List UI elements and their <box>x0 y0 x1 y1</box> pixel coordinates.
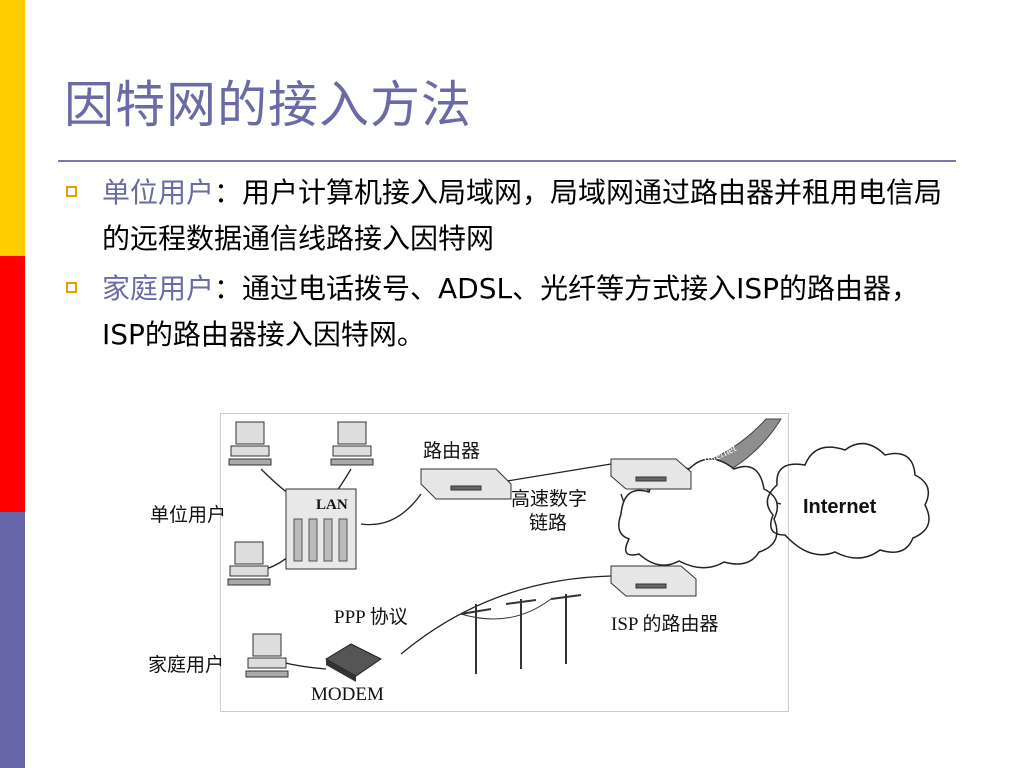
unit-user-label: 单位用户 <box>150 504 227 526</box>
isp-router-icon <box>610 565 697 597</box>
router-icon <box>420 468 512 500</box>
modem-label: MODEM <box>311 684 384 705</box>
accent-bar-red <box>0 256 25 512</box>
lan-label: LAN <box>316 497 348 513</box>
bullet-list: 单位用户：用户计算机接入局域网，局域网通过路由器并租用电信局的远程数据通信线路接… <box>66 170 946 362</box>
router-icon <box>610 458 692 490</box>
bullet-square-icon <box>66 186 77 197</box>
bullet-text: ：通过电话拨号、ADSL、光纤等方式接入ISP的路由器，ISP的路由器接入因特网… <box>102 272 920 351</box>
bullet-text: ：用户计算机接入局域网，局域网通过路由器并租用电信局的远程数据通信线路接入因特网 <box>102 176 943 255</box>
computer-icon <box>228 421 272 466</box>
bullet-item-home-user: 家庭用户：通过电话拨号、ADSL、光纤等方式接入ISP的路由器，ISP的路由器接… <box>66 266 946 358</box>
network-diagram: LAN 路由器 高速数字 链路 Internet ISP 的路由器 PPP 协议… <box>220 413 789 712</box>
digital-link-label-2: 链路 <box>529 513 568 534</box>
modem-icon <box>325 643 382 682</box>
bullet-square-icon <box>66 282 77 293</box>
isp-router-label: ISP 的路由器 <box>611 614 719 635</box>
link-isp-modem <box>400 575 612 655</box>
router-label: 路由器 <box>423 441 481 462</box>
internet-cloud-label: Internet <box>803 496 877 518</box>
accent-bar-blue <box>0 512 25 768</box>
link-router-digital <box>500 463 612 483</box>
lan-hub-icon <box>285 488 357 570</box>
link-lan-router <box>360 493 422 526</box>
computer-icon <box>227 541 271 586</box>
ppp-protocol-label: PPP 协议 <box>334 607 408 628</box>
computer-icon <box>330 421 374 466</box>
bullet-item-unit-user: 单位用户：用户计算机接入局域网，局域网通过路由器并租用电信局的远程数据通信线路接… <box>66 170 946 262</box>
network-diagram-graphic <box>227 418 782 682</box>
home-user-label: 家庭用户 <box>148 654 225 676</box>
slide-title: 因特网的接入方法 <box>64 76 472 134</box>
telephone-poles-icon <box>460 594 582 674</box>
accent-bar-yellow <box>0 0 25 256</box>
bullet-term: 单位用户 <box>102 176 215 209</box>
link-home-pc-modem <box>280 661 327 670</box>
internet-cloud-outline <box>766 442 930 559</box>
home-computer-icon <box>245 633 289 678</box>
bullet-term: 家庭用户 <box>102 272 215 305</box>
digital-link-label-1: 高速数字 <box>511 489 588 510</box>
title-divider <box>58 160 956 162</box>
